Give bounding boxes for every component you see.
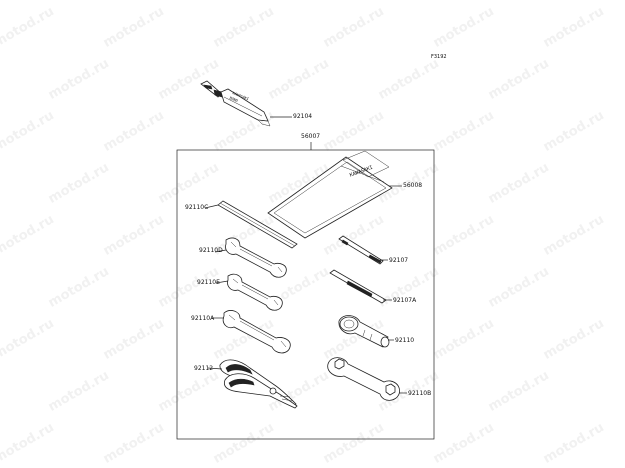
wrench-92110D-drawing <box>225 237 287 278</box>
screwdriver-92107-drawing <box>338 235 384 265</box>
pliers-92112-drawing <box>219 359 298 409</box>
leader-92112 <box>207 367 223 370</box>
callout-92104: 92104 <box>293 113 313 120</box>
figure-code: F3192 <box>431 54 447 60</box>
callout-92107A: 92107A <box>393 297 417 304</box>
callout-92112: 92112 <box>194 365 214 372</box>
tube-92104-drawing <box>200 80 271 127</box>
spanner-92110B-drawing <box>327 357 400 401</box>
leader-92110D <box>214 249 227 253</box>
callout-56008: 56008 <box>403 182 423 189</box>
callout-92110E: 92110E <box>197 279 220 286</box>
kit-bracket <box>176 142 435 440</box>
callout-92110B: 92110B <box>408 390 432 397</box>
socket-92110-drawing <box>338 315 390 348</box>
callout-56007: 56007 <box>301 133 321 140</box>
wrench-92110E-drawing <box>227 273 283 311</box>
screwdriver-handle-92107A-drawing <box>329 269 387 304</box>
callout-92110C: 92110C <box>185 204 209 211</box>
rod-92110C-drawing <box>217 200 298 249</box>
tool-bag-drawing <box>267 150 393 239</box>
callout-92107: 92107 <box>389 257 409 264</box>
callout-92110: 92110 <box>395 337 415 344</box>
leader-92110E <box>215 280 229 284</box>
leader-92110C <box>204 204 219 209</box>
callout-92110A: 92110A <box>191 315 215 322</box>
wrench-92110A-drawing <box>222 310 291 354</box>
callout-92110D: 92110D <box>199 247 223 254</box>
